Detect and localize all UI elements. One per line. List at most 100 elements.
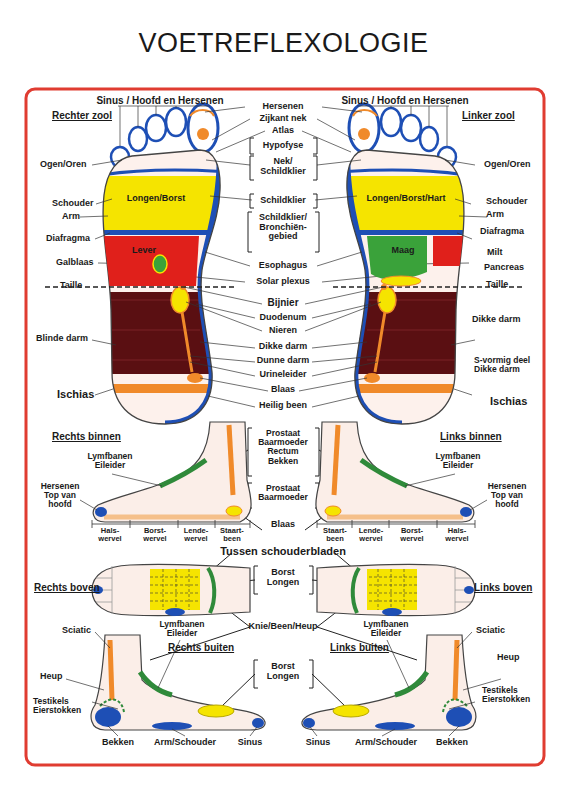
organ-art (95, 236, 199, 286)
part-label: Borst- wervel (393, 527, 431, 543)
part-label: Lymfbanen Eileider (356, 620, 416, 638)
leader-line (210, 196, 252, 200)
part-label: Zijkant nek (259, 114, 306, 124)
part-label: Arm (62, 212, 80, 222)
leader-line (200, 342, 255, 348)
foot-sole (129, 127, 147, 151)
part-label: Prostaat Baarmoeder Rectum Bekken (254, 429, 312, 466)
foot-sole (95, 170, 230, 176)
foot-outer-view (66, 679, 104, 690)
foot-inner-view (226, 506, 242, 516)
part-label: Nieren (269, 326, 297, 336)
organ-art (381, 276, 421, 286)
part-label: Ischias (490, 396, 527, 408)
foot-outer-view (92, 702, 118, 709)
foot-outer-view (66, 632, 257, 736)
foot-inner-view (80, 474, 162, 510)
organ-zone: Longen/Borst (108, 184, 204, 214)
part-label: Atlas (272, 126, 294, 136)
part-label: S-vormig deel Dikke darm (474, 356, 544, 374)
leader-line (95, 389, 113, 395)
illustration (302, 632, 501, 736)
zone-label: Longen/Borst/Hart (366, 194, 445, 203)
part-label: Staart- been (213, 527, 251, 543)
leader-line (205, 107, 245, 112)
foot-sole (45, 104, 268, 430)
foot-outer-view (91, 635, 265, 730)
part-label: Taille (486, 280, 508, 290)
leader-line (190, 362, 255, 376)
part-label: Dikke darm (472, 315, 521, 325)
part-label: Borst Longen (263, 568, 303, 587)
organ-art (95, 236, 199, 286)
foot-outer-view (108, 726, 118, 736)
organ-zone: Maag (368, 240, 438, 262)
foot-outer-view (140, 672, 172, 695)
leader-line (186, 302, 262, 331)
foot-outer-view (110, 640, 112, 700)
part-label: Knie/Been/Heup (248, 622, 317, 632)
part-label: Lymfbanen Eileider (428, 452, 488, 470)
foot-sole (190, 110, 214, 116)
part-label: Arm/Schouder (355, 738, 417, 748)
part-label: Bekken (436, 738, 468, 748)
leader-line (80, 106, 268, 407)
part-label: Bijnier (267, 298, 298, 309)
part-label: Hals- wervel (91, 527, 129, 543)
part-label: Linker zool (462, 111, 515, 122)
part-label: Hypofyse (263, 141, 304, 151)
foot-top-view (92, 564, 250, 615)
part-label: Arm/Schouder (154, 738, 216, 748)
leader-line (190, 356, 255, 362)
part-label: Blaas (271, 520, 295, 530)
part-label: Schildklier/ Bronchiën- gebied (252, 213, 314, 242)
part-label: Rechts binnen (52, 432, 121, 443)
part-label: Blaas (271, 385, 295, 395)
foot-outer-view (66, 632, 265, 736)
leader-line (212, 119, 250, 140)
part-label: Duodenum (260, 313, 307, 323)
organ-zone: Longen/Borst/Hart (356, 184, 456, 214)
part-label: Solar plexus (256, 277, 310, 287)
part-label: Links buiten (330, 643, 389, 654)
foot-sole (182, 312, 192, 372)
foot-outer-view (95, 707, 121, 727)
organ-art (367, 236, 427, 280)
foot-top-view (92, 564, 250, 616)
part-label: Schouder (52, 199, 94, 209)
page-frame (26, 89, 544, 765)
foot-sole (146, 115, 166, 141)
foot-inner-view (80, 500, 97, 510)
part-label: Rechter zool (52, 111, 112, 122)
part-label: Arm (486, 210, 504, 220)
foot-top-view (150, 569, 200, 610)
foot-sole (166, 108, 186, 136)
part-label: Hersenen Top van hoofd (35, 482, 85, 510)
leader-line (92, 160, 122, 165)
part-label: Dunne darm (257, 356, 310, 366)
part-label: Links boven (474, 583, 532, 594)
part-label: Rechts buiten (168, 643, 234, 654)
zone-label: Maag (391, 246, 414, 255)
part-label: Nek/ Schildklier (253, 157, 313, 176)
bracket (250, 138, 254, 154)
part-label: Galblaas (56, 258, 94, 268)
foot-outer-view (95, 632, 110, 648)
foot-top-view (150, 569, 200, 610)
part-label: Links binnen (440, 432, 502, 443)
foot-outer-view (172, 729, 185, 736)
leader-line (184, 287, 262, 304)
part-label: Heup (497, 653, 520, 663)
foot-inner-view (112, 474, 162, 486)
organ-zone: Lever (104, 240, 184, 262)
part-label: Prostaat Baarmoeder (254, 484, 312, 502)
part-label: Ischias (57, 389, 94, 401)
part-label: Diafragma (480, 227, 524, 237)
foot-top-view (208, 568, 214, 613)
organ-art (433, 236, 467, 266)
leader-line (96, 199, 112, 204)
part-label: Sciatic (62, 626, 91, 636)
leader-line (92, 340, 116, 345)
